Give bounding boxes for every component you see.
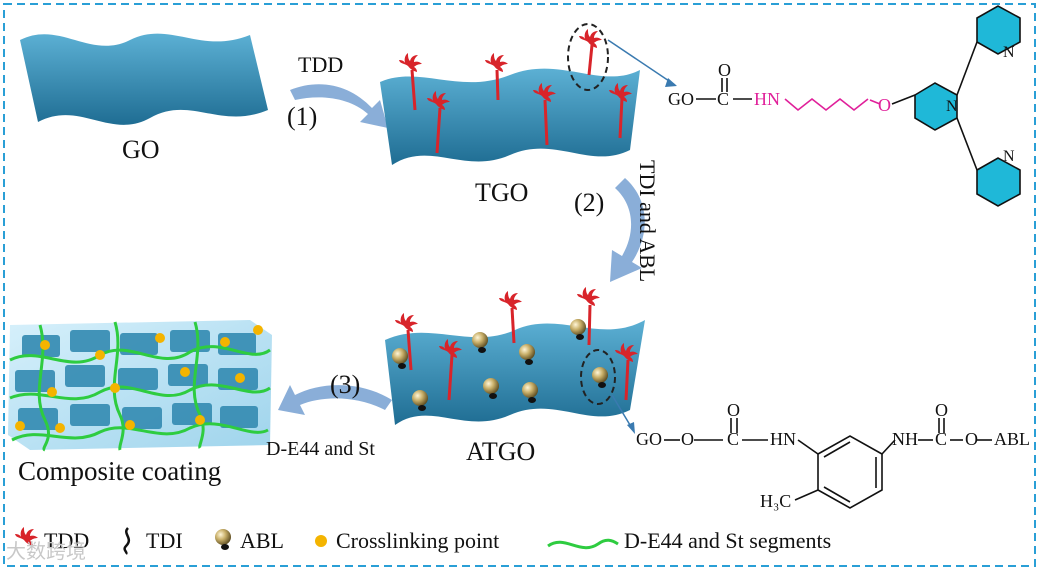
top-n3-text: N xyxy=(1003,148,1015,165)
bottom-c2-text: C xyxy=(935,429,948,449)
legend-tdi: TDI xyxy=(146,528,183,554)
step3-reagent: D-E44 and St xyxy=(266,438,375,460)
bottom-c1-text: C xyxy=(727,429,740,449)
bottom-go-text: GO xyxy=(636,429,662,449)
outer-dashed-frame xyxy=(3,3,1036,567)
legend-tdd-label: TDD xyxy=(44,528,90,553)
step3-number: (3) xyxy=(330,370,361,399)
tgo-zoom-pointer xyxy=(607,39,676,86)
tgo-tdd-chains xyxy=(410,44,624,154)
step2-reagent: TDI and ABL xyxy=(635,160,660,283)
step2-arrow xyxy=(610,178,645,282)
tgo-sheet xyxy=(380,68,640,165)
step3-arrow xyxy=(278,385,392,415)
top-n2-text: N xyxy=(946,98,958,115)
legend-crosslink-label: Crosslinking point xyxy=(336,528,500,553)
bottom-o-double1-text: O xyxy=(727,400,740,420)
abl-structure xyxy=(664,418,992,509)
crosslink-point-icon xyxy=(315,535,327,547)
legend-abl-label: ABL xyxy=(240,528,284,553)
legend-crosslink: Crosslinking point xyxy=(336,528,499,554)
step1-reagent: TDD xyxy=(298,52,344,77)
legend-segments: D-E44 and St segments xyxy=(624,528,831,554)
legend-tdd: TDD xyxy=(44,528,89,554)
bottom-o1-text: O xyxy=(681,429,694,449)
top-o-double-text: O xyxy=(718,60,731,80)
atgo-label: ATGO xyxy=(466,437,536,466)
step2-number: (2) xyxy=(574,188,605,217)
legend-abl: ABL xyxy=(240,528,284,554)
composite-block xyxy=(8,320,272,452)
atgo-zoom-circle xyxy=(580,349,616,405)
top-o-ether-text: O xyxy=(878,95,891,115)
composite-coating-label: Composite coating xyxy=(18,456,222,486)
top-hn-text: HN xyxy=(754,89,780,109)
bottom-ch3-text: H₃C xyxy=(760,491,792,511)
top-n1-text: N xyxy=(1003,44,1015,61)
go-sheet xyxy=(20,33,268,125)
legend-tdi-label: TDI xyxy=(146,528,183,553)
top-c-text: C xyxy=(717,89,730,109)
bottom-hn-text: HN xyxy=(770,429,796,449)
bottom-nh-text: NH xyxy=(892,429,918,449)
step1-number: (1) xyxy=(287,102,318,131)
bottom-o2-text: O xyxy=(965,429,978,449)
go-label: GO xyxy=(122,135,160,164)
abl-sphere-icon xyxy=(215,529,231,550)
legend-segments-label: D-E44 and St segments xyxy=(624,528,832,553)
watermark: 大数跨境 xyxy=(6,539,86,563)
tdd-structure xyxy=(696,78,916,112)
step1-arrow xyxy=(290,84,388,128)
atgo-tdd-chains xyxy=(406,304,630,401)
tdi-icon xyxy=(123,527,131,555)
segment-curve-icon xyxy=(547,538,619,550)
tgo-zoom-circle xyxy=(567,23,609,91)
bottom-abl-text: ABL xyxy=(994,429,1030,449)
tgo-label: TGO xyxy=(475,178,529,207)
pyridine-rings xyxy=(914,5,1021,207)
top-go-text: GO xyxy=(668,89,694,109)
bottom-o-double2-text: O xyxy=(935,400,948,420)
